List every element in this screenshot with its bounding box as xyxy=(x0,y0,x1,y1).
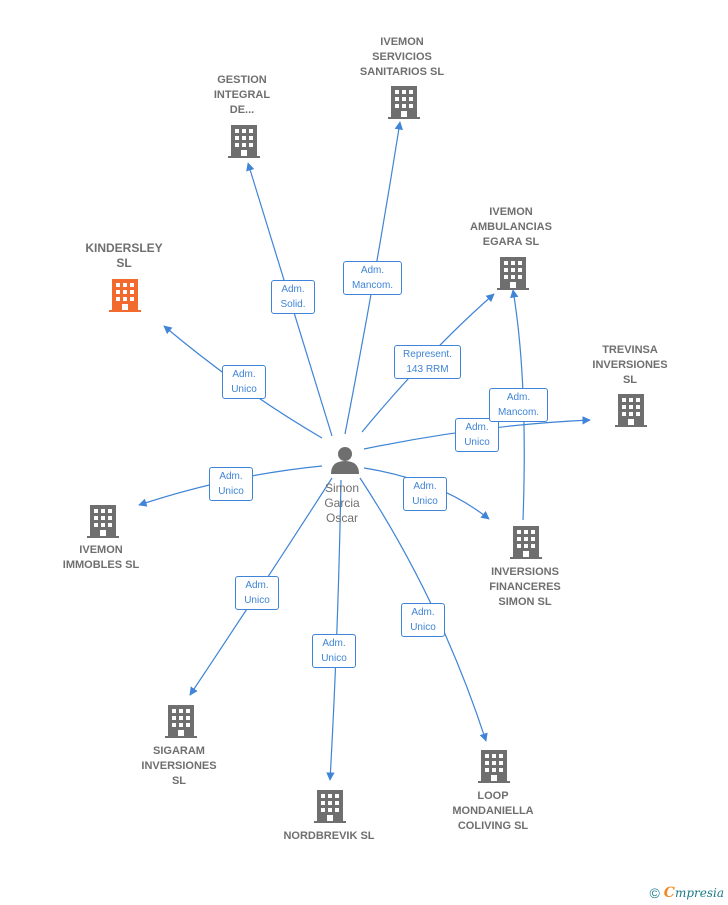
company-label-kindersley[interactable]: KINDERSLEY SL xyxy=(85,241,163,270)
company-label-nordbrevik[interactable]: NORDBREVIK SL xyxy=(283,830,375,842)
relation-label-loop[interactable]: Adm. Unico xyxy=(401,603,445,637)
company-label-ivemon-servicios[interactable]: IVEMON SERVICIOS SANITARIOS SL xyxy=(359,36,445,78)
building-icon-ivemon-ambulancias[interactable] xyxy=(497,257,529,290)
building-icon-sigaram[interactable] xyxy=(165,705,197,738)
building-icon-ivemon-immobles[interactable] xyxy=(87,505,119,538)
building-icon-kindersley[interactable] xyxy=(109,279,141,312)
relation-label-sigaram[interactable]: Adm. Unico xyxy=(235,576,279,610)
building-icon-inversions[interactable] xyxy=(510,526,542,559)
relation-label-trevinsa[interactable]: Adm. Unico xyxy=(455,418,499,452)
person-icon[interactable] xyxy=(331,447,359,474)
company-label-gestion[interactable]: GESTION INTEGRAL DE... xyxy=(213,74,271,116)
company-label-loop[interactable]: LOOP MONDANIELLA COLIVING SL xyxy=(452,790,534,832)
building-icon-ivemon-servicios[interactable] xyxy=(388,86,420,119)
relation-label-inversions[interactable]: Adm. Unico xyxy=(403,477,447,511)
copyright-icon: © xyxy=(649,885,660,901)
relation-label-gestion[interactable]: Adm. Solid. xyxy=(271,280,315,314)
building-icon-gestion[interactable] xyxy=(228,125,260,158)
person-label[interactable]: Simon Garcia Oscar xyxy=(324,481,360,525)
relation-label-nordbrevik[interactable]: Adm. Unico xyxy=(312,634,356,668)
relation-label-immobles[interactable]: Adm. Unico xyxy=(209,467,253,501)
company-label-ivemon-ambulancias[interactable]: IVEMON AMBULANCIAS EGARA SL xyxy=(470,206,552,248)
relation-label-kindersley[interactable]: Adm. Unico xyxy=(222,365,266,399)
building-icon-nordbrevik[interactable] xyxy=(314,790,346,823)
building-icon-loop[interactable] xyxy=(478,750,510,783)
relation-label-ambulancias[interactable]: Represent. 143 RRM xyxy=(394,345,461,379)
brand-logo: Cmpresia xyxy=(663,885,724,901)
relation-label-inv-amb[interactable]: Adm. Mancom. xyxy=(489,388,548,422)
building-icon-trevinsa[interactable] xyxy=(615,394,647,427)
footer-brand: © Cmpresia xyxy=(649,885,724,901)
company-label-inversions[interactable]: INVERSIONS FINANCERES SIMON SL xyxy=(489,566,561,608)
relation-label-servicios[interactable]: Adm. Mancom. xyxy=(343,261,402,295)
company-label-trevinsa[interactable]: TREVINSA INVERSIONES SL xyxy=(592,344,668,386)
company-label-sigaram[interactable]: SIGARAM INVERSIONES SL xyxy=(141,745,217,787)
company-label-ivemon-immobles[interactable]: IVEMON IMMOBLES SL xyxy=(62,544,140,571)
